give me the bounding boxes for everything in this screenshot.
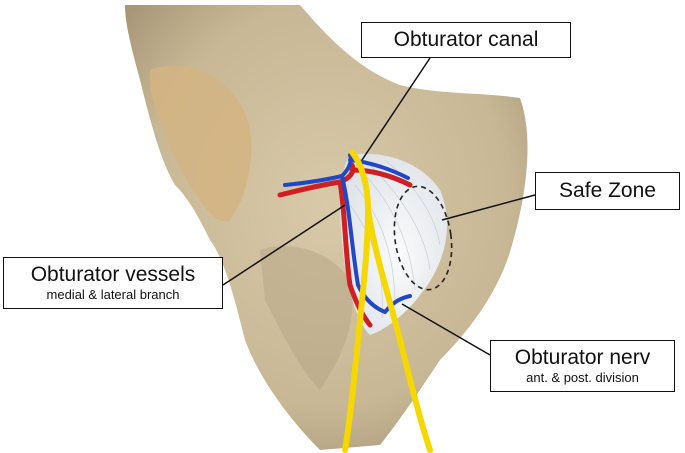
obturator-vein <box>283 153 412 314</box>
obturator-canal-title: Obturator canal <box>393 28 539 51</box>
obturator-vessels-label: Obturator vessels medial & lateral branc… <box>3 257 223 309</box>
obturator-canal-label: Obturator canal <box>361 22 571 58</box>
safe-zone-outline <box>393 185 453 291</box>
bone-shading <box>260 246 353 390</box>
safe-zone-title: Safe Zone <box>559 179 656 202</box>
obturator-nerve-subtitle: ant. & post. division <box>526 370 639 385</box>
obturator-vessels-title: Obturator vessels <box>30 263 196 286</box>
cartilage-region <box>149 65 252 222</box>
obturator-nerve <box>342 149 433 453</box>
obturator-nerve-label: Obturator nerv ant. & post. division <box>490 340 675 392</box>
obturator-nerve-title: Obturator nerv <box>514 346 651 369</box>
leader-lines <box>222 57 536 356</box>
obturator-vessels-subtitle: medial & lateral branch <box>46 287 180 302</box>
safe-zone-label: Safe Zone <box>535 172 680 210</box>
